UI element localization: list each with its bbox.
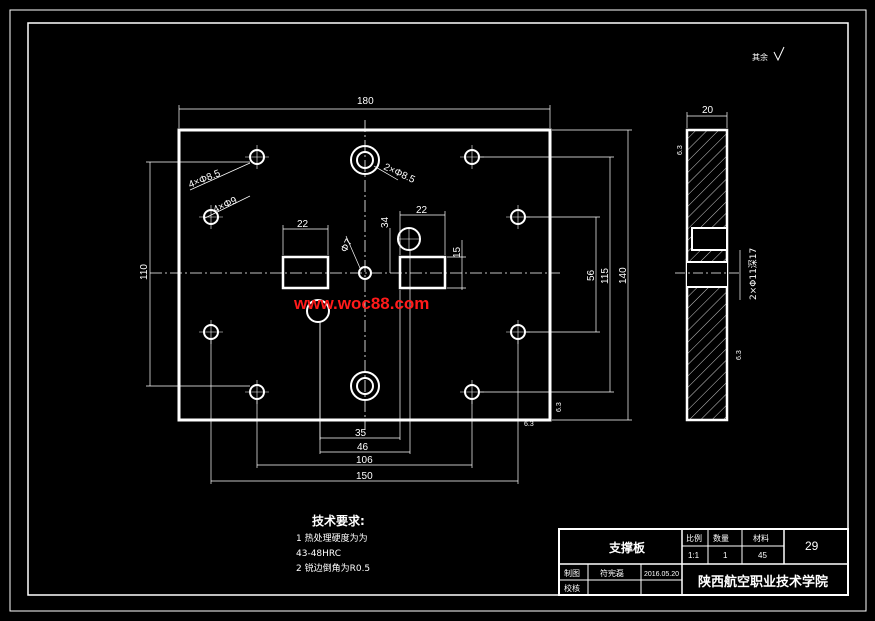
plate-outline	[177, 128, 552, 422]
side-view: 20 2×Φ11深17 6.3 6.3	[675, 105, 759, 422]
tech-req-line3: 2 锐边倒角为R0.5	[296, 562, 370, 574]
dim-46: 46	[357, 442, 369, 453]
surface-mark-text: 其余	[752, 52, 768, 62]
side-hole-label: 2×Φ11深17	[748, 248, 759, 300]
check-label: 校核	[564, 583, 580, 593]
dim-106: 106	[356, 455, 373, 466]
dim-34: 34	[380, 216, 391, 228]
drawn-label: 制图	[564, 568, 580, 578]
tech-requirements: 技术要求: 1 热处理硬度为为 43-48HRC 2 锐边倒角为R0.5	[296, 513, 370, 574]
dim-140: 140	[618, 267, 629, 284]
header-qty: 数量	[713, 533, 729, 543]
dim-20: 20	[702, 105, 714, 116]
slot-right	[398, 255, 447, 290]
dim-35: 35	[355, 428, 367, 439]
title-block	[558, 528, 849, 596]
roughness-bottom: 6.3	[524, 421, 534, 428]
roughness-right: 6.3	[556, 402, 563, 412]
dim-110: 110	[139, 264, 150, 280]
tech-req-line1: 1 热处理硬度为为	[296, 532, 368, 544]
tech-req-title: 技术要求:	[312, 513, 365, 528]
drawer-name: 符宪磊	[600, 568, 624, 578]
inner-frame	[27, 22, 849, 596]
side-hole-upper	[691, 227, 728, 251]
qty-value: 1	[723, 551, 728, 560]
material-value: 45	[758, 551, 767, 560]
surface-finish-mark: 其余	[752, 46, 785, 62]
drawing-date: 2016.05.20	[644, 571, 679, 578]
roughness-side-top: 6.3	[677, 145, 684, 155]
part-name: 支撑板	[608, 540, 646, 555]
dim-150: 150	[356, 471, 373, 482]
dim-56: 56	[586, 269, 597, 281]
tech-req-line2: 43-48HRC	[296, 549, 341, 559]
dim-22-right: 22	[416, 205, 428, 216]
roughness-side-bottom: 6.3	[736, 350, 743, 360]
header-material: 材料	[753, 533, 769, 543]
drawing-number: 29	[805, 539, 819, 553]
front-view: 180 150 106 46 35 22 22 110 56 115 140 3…	[139, 96, 632, 484]
dim-115: 115	[600, 268, 611, 284]
side-hole-lower	[687, 262, 727, 287]
dim-180: 180	[357, 96, 374, 107]
school-name: 陕西航空职业技术学院	[698, 574, 828, 589]
scale-value: 1:1	[688, 551, 700, 560]
dim-15: 15	[452, 246, 463, 258]
dim-22-left: 22	[297, 219, 309, 230]
header-scale: 比例	[686, 533, 702, 543]
slot-left	[281, 255, 330, 290]
watermark: www.woc88.com	[293, 294, 429, 313]
outer-frame	[9, 9, 867, 612]
